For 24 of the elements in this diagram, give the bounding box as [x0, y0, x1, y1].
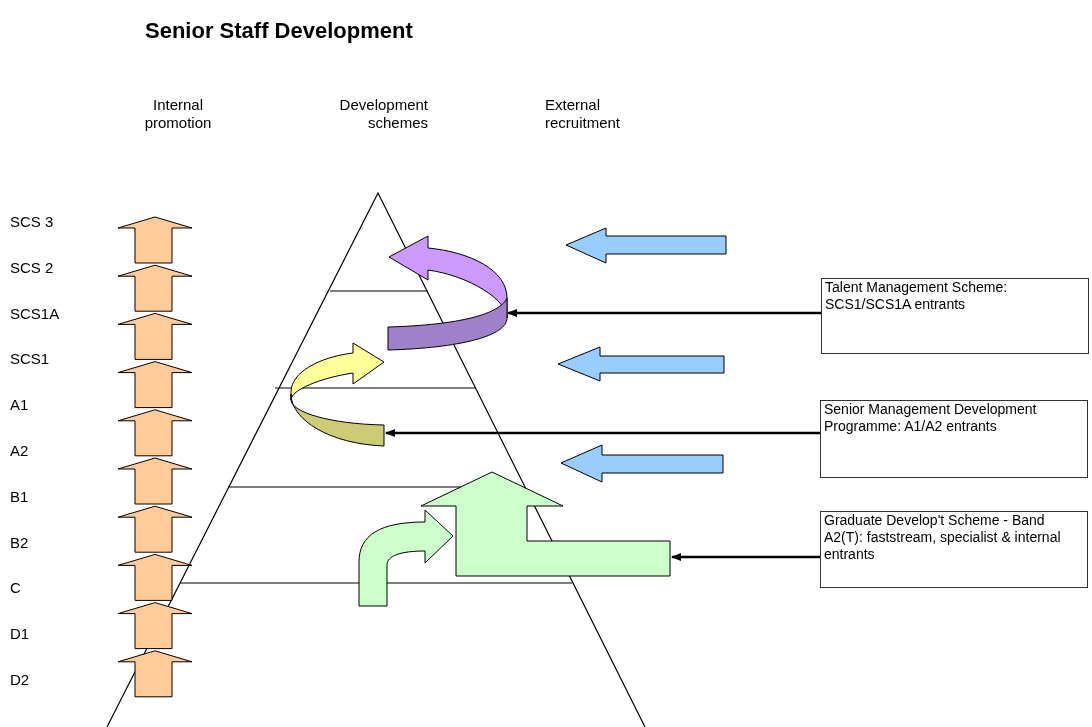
- grade-label: SCS1A: [10, 304, 60, 323]
- column-heading: Internal promotion: [143, 96, 213, 132]
- arrow: [507, 309, 821, 317]
- arrow: [385, 429, 820, 437]
- grade-label: A1: [10, 396, 29, 415]
- grade-label: SCS 3: [10, 213, 54, 231]
- curved-arrow: [290, 342, 385, 447]
- scheme-box: Graduate Develop't Scheme - Band A2(T): faststream, specialist & internal entrants: [820, 511, 1088, 588]
- grade-label: D1: [10, 625, 30, 644]
- grade-label: D2: [10, 671, 30, 689]
- column-heading: External recruitment: [545, 96, 622, 132]
- grade-label: SCS1: [10, 350, 50, 369]
- title: Senior Staff Development: [145, 18, 413, 44]
- curved-arrow: [387, 235, 508, 351]
- grade-label: SCS 2: [10, 258, 54, 277]
- scheme-box: Talent Management Scheme: SCS1/SCS1A entrants: [821, 278, 1089, 354]
- scheme-box: Senior Management Development Programme: A1/A2 entrants: [820, 400, 1088, 478]
- grade-label: B2: [10, 533, 29, 552]
- grade-label: C: [10, 579, 21, 598]
- arrow: [671, 553, 820, 561]
- grade-label: B1: [10, 487, 29, 506]
- grade-label: A2: [10, 442, 29, 460]
- bent-arrow: [420, 471, 671, 577]
- column-heading: Development schemes: [338, 96, 428, 132]
